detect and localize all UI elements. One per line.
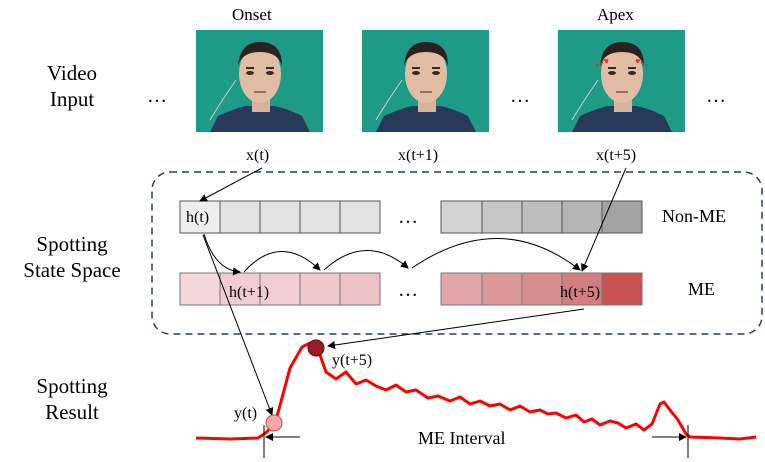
input-label-t: x(t) [246,147,270,164]
state-cell [259,272,301,306]
state-space-container [151,171,763,335]
video-frame-onset [196,30,323,132]
state-cell [219,200,261,234]
non-me-row [179,200,643,234]
onset-label: Onset [232,5,272,24]
state-cell [339,200,381,234]
output-label-y-t5: y(t+5) [332,352,372,369]
frames-ellipsis-middle: … [510,85,532,107]
state-cell [299,272,341,306]
arrow-x-t5-to-h-t5 [581,167,627,272]
me-row [179,272,643,306]
state-cell [521,272,563,306]
state-cell [440,272,483,306]
state-label-h-t: h(t) [186,209,209,226]
state-cell [601,272,643,306]
row-label-line: Spotting [36,232,108,256]
row-label-line: Video [46,61,98,85]
state-cell [601,200,643,234]
input-label-t1: x(t+1) [398,147,439,164]
transition-arrow [323,250,409,271]
output-label-y-t: y(t) [234,405,257,422]
onset-point [265,414,283,432]
row-label-result: Spotting Result [22,373,122,425]
state-cell [440,200,483,234]
row-label-video-input: Video Input [22,60,122,112]
state-label-h-t5: h(t+5) [560,284,600,301]
arrow-h-t5-to-y-t5 [327,308,585,349]
state-cell [179,272,221,306]
state-label-h-t1: h(t+1) [229,284,269,301]
video-frame-apex [558,30,685,132]
me-label: ME [688,279,715,299]
row-label-line: State Space [23,258,121,282]
transition-arrow [203,233,241,276]
frames-ellipsis-left: … [147,85,169,107]
row-label-line: Spotting [36,374,108,398]
arrow-h-t-to-y-t [202,234,274,416]
me-interval-label: ME Interval [418,428,505,448]
apex-point [307,339,325,357]
state-cell [299,200,341,234]
row-label-state-space: Spotting State Space [2,231,142,283]
arrow-x-t-to-h-t [199,167,263,202]
state-cell [481,200,523,234]
row-label-line: Result [45,400,99,424]
non-me-label: Non-ME [662,206,726,226]
state-cell [339,272,381,306]
input-label-t5: x(t+5) [596,147,637,164]
frames-ellipsis-right: … [706,85,728,107]
row-label-line: Input [49,87,95,111]
state-cell [259,200,301,234]
state-cell [481,272,523,306]
apex-label: Apex [597,5,634,24]
video-frame-next [362,30,489,132]
state-cell [521,200,563,234]
state-cell [219,272,261,306]
state-ellipsis: … [398,279,418,301]
transition-arrow [243,251,321,273]
transition-arrow [411,238,581,271]
state-cell [561,200,603,234]
state-cell [561,272,603,306]
state-ellipsis: … [398,206,418,228]
